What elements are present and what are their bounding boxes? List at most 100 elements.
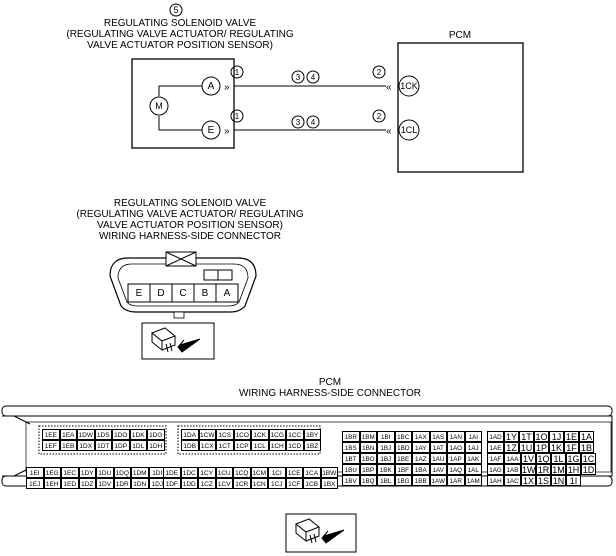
pcm-pin-1cl [398,119,420,141]
pcm-pin: 1C [581,453,596,464]
pcm-pin: 1R [536,464,551,475]
pcm-pin: 1EI [26,467,44,478]
pcm-pin: 1T [519,431,534,442]
pcm-pin: 1DW [77,429,95,440]
pcm-pin: 1CR [233,478,251,489]
pcm-pin: 1I [566,475,581,486]
pcm-pin: 1BO [359,453,377,464]
svg-text:«: « [386,126,392,137]
pcm-pin: 1AR [447,475,465,486]
pcm-pin: 1EC [61,467,79,478]
pcm-pin: 1DK [129,429,147,440]
pcm-pin: 1AB [504,464,521,475]
pcm-pin: 1AE [487,442,504,453]
pcm-pin: 1E [564,431,579,442]
pcm-pin: 1BX [320,478,338,489]
pcm-pin: 1AD [487,431,504,442]
pcm-pin: 1CC [286,429,304,440]
pin-a: A [223,288,231,299]
pcm-pin: 1DR [113,478,131,489]
pcm-pin: 1H [566,464,581,475]
valve-title-3: VALVE ACTUATOR POSITION SENSOR) [87,40,273,51]
pcm-pin: 1P [534,442,549,453]
pcm-pin: 1G [566,453,581,464]
pcm-pin: 1EA [59,429,77,440]
pcm-pin: 1CX [198,440,216,451]
pcm-pin: 1AF [487,453,504,464]
pcm-pin: 1CE [285,467,303,478]
connector-title-2: (REGULATING VALVE ACTUATOR/ REGULATING [76,209,304,220]
pcm-pin: 1DM [131,467,149,478]
pcm-pin: 1CT [216,440,234,451]
pcm-pin: 1CZ [198,478,216,489]
pcm-pin: 1DP [112,440,130,451]
motor-symbol [149,96,169,116]
valve-box [131,58,235,149]
pcm-pin: 1AL [464,464,482,475]
pcm-pin: 1DU [96,467,114,478]
pcm-pin: 1S [536,475,551,486]
pcm-pin: 1J [549,431,564,442]
terminal-e-label: E [207,125,215,136]
pcm-pin: 1AQ [447,464,465,475]
pcm-pin: 1BB [412,475,430,486]
pcm-pin: 1AW [429,475,447,486]
pcm-pin: 1BU [342,464,360,475]
pcm-pin: 1EG [43,467,61,478]
pcm-pin: 1CF [285,478,303,489]
pcm-pin: 1DE [163,467,181,478]
pcm-pin: 1AN [447,431,465,442]
pcm-pin: 1BQ [359,475,377,486]
pcm-pin: 1CA [303,467,321,478]
pcm-pin: 1DS [94,429,112,440]
pcm-pin: 1DH [147,440,165,451]
pcm-connector-title-2: WIRING HARNESS-SIDE CONNECTOR [238,388,422,399]
pcm-pin: 1CN [250,478,268,489]
pcm-pin: 1EF [42,440,60,451]
connector-title-3: VALVE ACTUATOR POSITION SENSOR) [97,220,283,231]
pcm-pin: 1EJ [26,478,44,489]
pcm-pin: 1AJ [464,442,482,453]
pcm-pin: 1DF [163,478,181,489]
pcm-pin: 1BR [342,431,360,442]
pcm-pin: 1AV [429,464,447,475]
svg-text:»: » [224,126,230,137]
pcm-pin: 1DY [78,467,96,478]
pcm-pin: 1CB [303,478,321,489]
pcm-pin: 1DB [181,440,199,451]
pcm-pin: 1BJ [377,453,395,464]
pcm-pin: 1DA [181,429,199,440]
pcm-pin: 1BP [359,464,377,475]
pcm-pin: 1D [581,464,596,475]
pcm-pin: 1O [534,431,549,442]
pcm-pin: 1DD [180,478,198,489]
pcm-pin: 1AH [487,475,504,486]
pcm-pin: 1CK [251,429,269,440]
pcm-pin: 1CV [215,478,233,489]
pcm-pin: 1AI [464,431,482,442]
pcm-pin: 1X [521,475,536,486]
pcm-pin: 1CP [233,440,251,451]
pcm-pin: 1Q [536,453,551,464]
pcm-pin-bottom-label: 1CL [400,125,418,135]
pcm-pin: 1L [551,453,566,464]
pcm-pin: 1BC [394,431,412,442]
pcm-pin: 1ED [61,478,79,489]
terminal-e [201,120,221,140]
pcm-pin: 1AM [464,475,482,486]
pcm-pin: 1CY [198,467,216,478]
pcm-pin: 1BA [412,464,430,475]
pcm-pin: 1DN [131,478,149,489]
pcm-connector-title-1: PCM [318,377,342,388]
svg-text:«: « [386,82,392,93]
pcm-pin: 1B [579,442,594,453]
pcm-pin: 1DG [147,429,165,440]
pcm-pin: 1N [551,475,566,486]
pcm-pin: 1AG [487,464,504,475]
pin-b: B [201,288,209,299]
pcm-pin: 1AT [429,442,447,453]
pcm-pin: 1V [521,453,536,464]
pcm-label: PCM [448,30,472,41]
pcm-pin: 1AP [447,453,465,464]
pcm-pin: 1AU [429,453,447,464]
